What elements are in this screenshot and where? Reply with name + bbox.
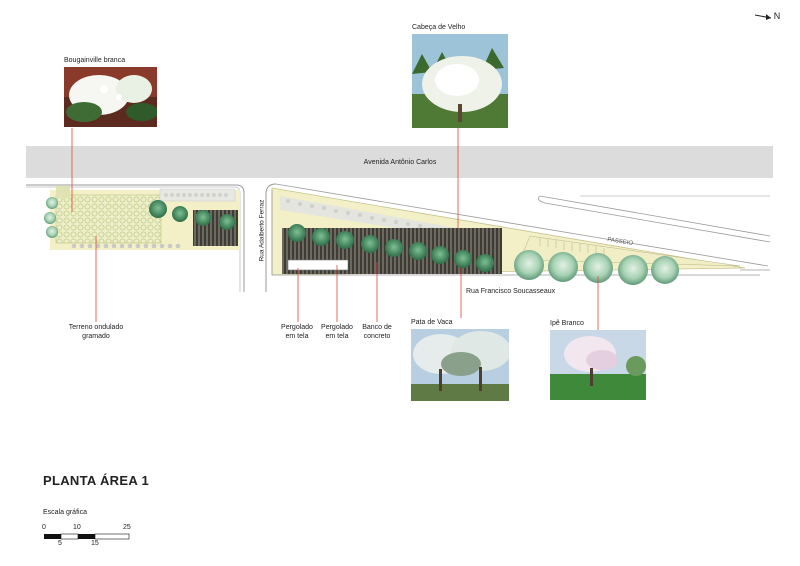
pergolado2-line1: Pergolado <box>321 324 353 331</box>
avenue-label: Avenida Antônio Carlos <box>363 159 437 166</box>
pergolado1-label: Pergolado em tela <box>272 323 322 341</box>
cabeca-photo <box>412 34 508 128</box>
ipe-trees <box>514 250 679 285</box>
banco-line1: Banco de <box>362 324 392 331</box>
right-block-outline <box>265 183 277 292</box>
scale-tick-25: 25 <box>123 524 131 531</box>
scale-bar <box>44 533 130 540</box>
pata-photo <box>411 329 509 401</box>
bougainville-photo <box>64 67 157 127</box>
avenue-band <box>26 146 773 178</box>
leader-lines <box>71 128 599 330</box>
ipe-photo <box>550 330 646 400</box>
left-grid <box>55 194 162 244</box>
cabeca-label: Cabeça de Velho <box>412 24 466 31</box>
ipe-label: Ipê Branco <box>550 320 584 327</box>
north-arrow-icon <box>754 14 772 20</box>
scale-tick-10: 10 <box>73 524 81 531</box>
adalberto-label: Rua Adalberto Ferraz <box>258 199 266 262</box>
banco-line2: concreto <box>363 333 391 340</box>
scale-title: Escala gráfica <box>43 509 87 516</box>
north-label: N <box>773 11 781 21</box>
left-block-outline <box>26 184 245 292</box>
terreno-line1: Terreno ondulado <box>68 324 124 331</box>
pergolado1-line1: Pergolado <box>281 324 313 331</box>
right-deck-trees <box>288 224 494 272</box>
pata-label: Pata de Vaca <box>411 319 453 326</box>
banco-label: Banco de concreto <box>352 323 402 341</box>
francisco-label: Rua Francisco Soucasseaux <box>466 288 556 295</box>
pergolado2-line2: em tela <box>325 333 349 340</box>
terreno-line2: gramado <box>82 333 110 340</box>
page-title: PLANTA ÁREA 1 <box>43 473 149 488</box>
scale-tick-5: 5 <box>58 540 62 547</box>
terreno-label: Terreno ondulado gramado <box>56 323 136 341</box>
scale-tick-15: 15 <box>91 540 99 547</box>
pergolado2-label: Pergolado em tela <box>312 323 362 341</box>
bougainville-label: Bougainville branca <box>64 57 126 64</box>
scale-tick-0: 0 <box>42 524 46 531</box>
left-trees <box>44 197 235 238</box>
pergolado1-line2: em tela <box>285 333 309 340</box>
